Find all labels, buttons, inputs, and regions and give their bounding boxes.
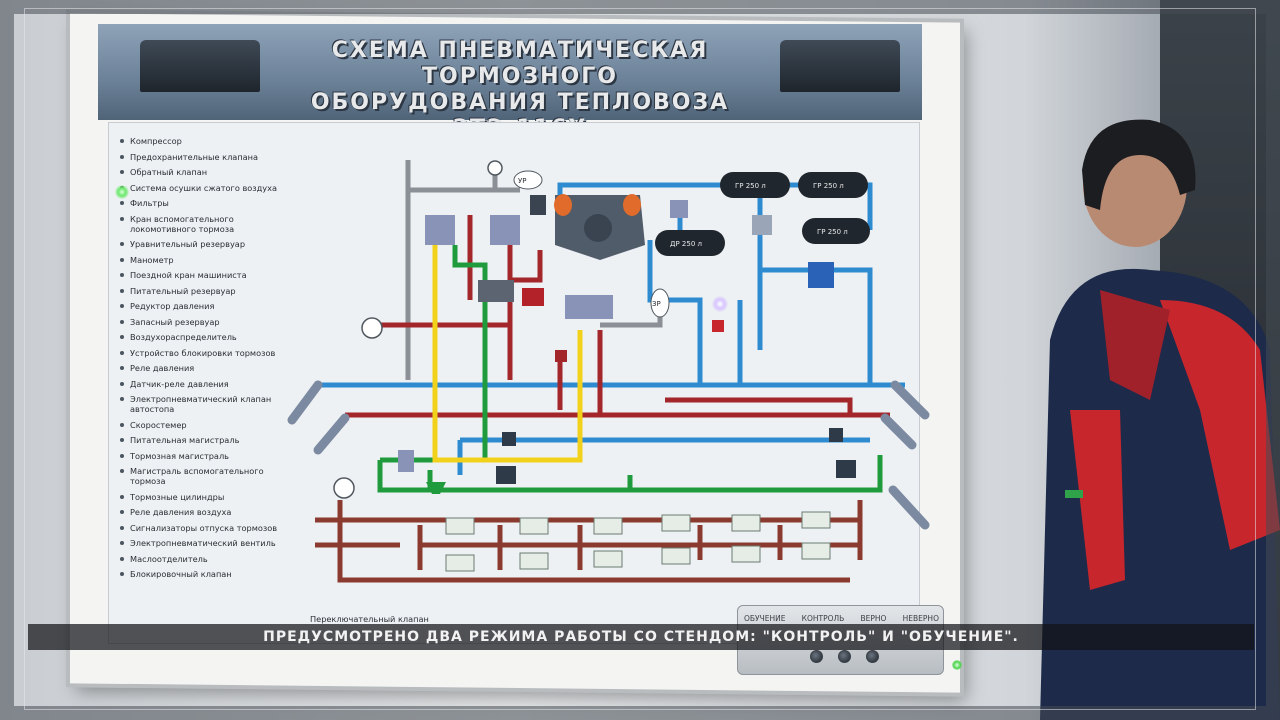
pipe-red [345, 215, 890, 418]
legend-item: Воздухораспределитель [118, 332, 288, 342]
legend-item: Блокировочный клапан [118, 569, 288, 579]
legend-item: Компрессор [118, 136, 288, 146]
legend-item: Тормозная магистраль [118, 451, 288, 461]
panel-green-light [952, 660, 962, 670]
legend-item: Реле давления воздуха [118, 507, 288, 517]
pipe-green [377, 245, 883, 493]
mode-label: НЕВЕРНО [902, 614, 939, 623]
legend-switch-valve: Переключательный клапан [310, 614, 429, 624]
valves [398, 195, 856, 494]
legend-item: Скоростемер [118, 420, 288, 430]
locomotive-left-image [140, 40, 260, 92]
legend-item: Запасный резервуар [118, 317, 288, 327]
locomotive-right-image [780, 40, 900, 92]
legend-item: Сигнализаторы отпуска тормозов [118, 523, 288, 533]
mode-label: ОБУЧЕНИЕ [744, 614, 786, 623]
instructor-person [1040, 119, 1280, 720]
legend-item: Кран вспомогательного локомотивного торм… [118, 214, 288, 234]
zr-label: ЗР [652, 300, 661, 308]
legend-item: Питательная магистраль [118, 435, 288, 445]
pipe-gray [405, 160, 663, 380]
legend-item: Манометр [118, 255, 288, 265]
ur-reservoir: УР [513, 170, 543, 190]
legend-item: Электропневматический клапан автостопа [118, 394, 288, 414]
legend-item: Обратный клапан [118, 167, 288, 177]
reservoir-label-1: ГР 250 л [735, 182, 766, 190]
legend-item: Реле давления [118, 363, 288, 373]
reservoir-label-3: ГР 250 л [817, 228, 848, 236]
legend-item: Тормозные цилиндры [118, 492, 288, 502]
legend-item: Редуктор давления [118, 301, 288, 311]
mode-labels: ОБУЧЕНИЕ КОНТРОЛЬ ВЕРНО НЕВЕРНО [744, 614, 939, 623]
reservoirs [655, 172, 870, 256]
green-indicator-light [115, 185, 129, 199]
legend-item: Питательный резервуар [118, 286, 288, 296]
panel-button-1[interactable] [810, 650, 823, 663]
brake-cylinders [445, 511, 831, 572]
legend-item: Датчик-реле давления [118, 379, 288, 389]
legend-item: Магистраль вспомогательного тормоза [118, 466, 288, 486]
legend-item: Маслоотделитель [118, 554, 288, 564]
subtitle-text: Предусмотрено два режима работы со стенд… [263, 629, 1019, 645]
reservoir-label-2: ГР 250 л [813, 182, 844, 190]
mode-label: ВЕРНО [860, 614, 887, 623]
legend-item: Поездной кран машиниста [118, 270, 288, 280]
panel-button-2[interactable] [838, 650, 851, 663]
hoses [287, 380, 930, 530]
legend-item: Предохранительные клапана [118, 152, 288, 162]
subtitle-bar: Предусмотрено два режима работы со стенд… [28, 624, 1254, 650]
pipe-brown [315, 500, 863, 583]
mode-label: КОНТРОЛЬ [801, 614, 845, 623]
legend-item: Фильтры [118, 198, 288, 208]
ur-label: УР [518, 177, 527, 185]
legend-item: Уравнительный резервуар [118, 239, 288, 249]
reservoir-label-4: ДР 250 л [670, 240, 702, 248]
pipe-yellow [432, 245, 583, 463]
compressor-symbol [554, 194, 645, 260]
white-indicator-light [712, 296, 728, 312]
zr-reservoir: ЗР [650, 288, 670, 318]
legend-item: Электропневматический вентиль [118, 538, 288, 548]
gauges [333, 160, 503, 499]
legend-item: Устройство блокировки тормозов [118, 348, 288, 358]
panel-button-3[interactable] [866, 650, 879, 663]
